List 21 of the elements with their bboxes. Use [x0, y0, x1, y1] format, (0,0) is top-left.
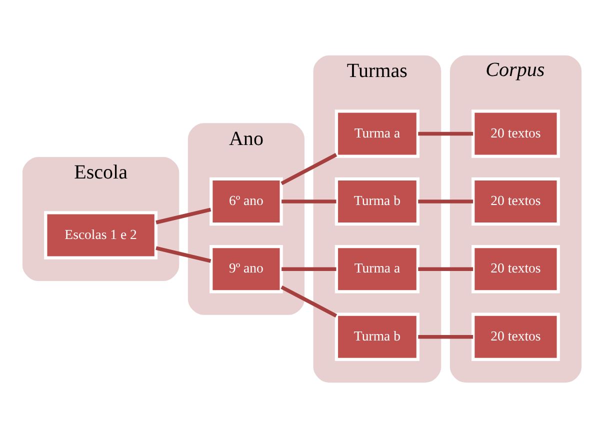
connector — [280, 285, 338, 318]
connector — [156, 246, 212, 263]
node-box: 6º ano — [210, 177, 283, 226]
connector — [282, 200, 336, 204]
node-box: 9º ano — [210, 245, 283, 294]
node-box: 20 textos — [472, 177, 560, 226]
connector — [418, 200, 474, 204]
node-box: 20 textos — [472, 245, 560, 294]
node-box: Turma a — [334, 110, 420, 158]
connector — [418, 334, 474, 339]
connector — [282, 267, 336, 272]
node-box: Turma a — [334, 245, 420, 294]
node-box: 20 textos — [472, 312, 560, 361]
connector — [156, 208, 212, 224]
node-box: Turma b — [334, 312, 420, 361]
node-box: Escolas 1 e 2 — [44, 211, 158, 260]
connector — [418, 132, 474, 136]
node-box: 20 textos — [472, 110, 560, 158]
node-box: Turma b — [334, 177, 420, 226]
connector — [418, 267, 474, 272]
connector — [280, 153, 338, 186]
